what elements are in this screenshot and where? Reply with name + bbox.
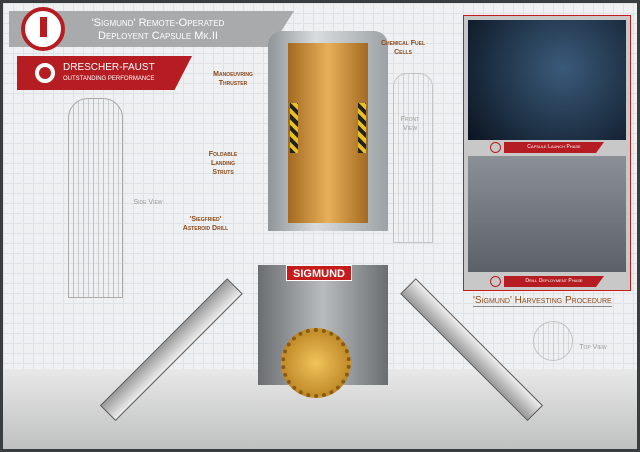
side-view-label: Side View [133,199,163,206]
title-line-1: 'Sigmund' Remote-Operated [91,17,225,29]
procedure-title: 'Sigmund' Harvesting Procedure [473,295,612,307]
launch-phase-image [468,20,626,140]
top-view-sketch [533,321,573,361]
callout-asteroid-drill: 'Siegfried' Asteroid Drill [182,216,229,232]
front-view-label: Front View [400,116,420,132]
company-tagline: OUTSTANDING PERFORMANCE [63,76,155,82]
callout-landing-struts: Foldable Landing Struts [208,151,238,176]
drill-phase-caption: Drill Deployment Phase [504,276,604,287]
asteroid-drill [281,328,351,398]
launch-phase-icon [490,142,501,153]
launch-phase-caption: Capsule Launch Phase [504,142,604,153]
procedure-panel: Capsule Launch Phase Drill Deployment Ph… [463,15,631,291]
side-view-sketch [68,98,123,298]
drill-phase-image [468,156,626,272]
title-line-2: Deployent Capsule Mk.II [98,30,218,42]
fuel-core [288,43,368,223]
callout-fuel-cells: Chemical Fuel Cells [380,40,426,56]
capsule-logo-icon [21,7,65,51]
top-view-label: Top View [579,344,607,351]
vehicle-nameplate: SIGMUND [286,265,352,281]
hazard-stripe [290,103,298,153]
front-view-sketch [393,73,433,243]
company-logo-icon [35,63,55,83]
hazard-stripe [358,103,366,153]
callout-thruster: Manoeuvring Thruster [213,71,253,87]
company-name: DRESCHER-FAUST [63,62,155,73]
drill-phase-icon [490,276,501,287]
